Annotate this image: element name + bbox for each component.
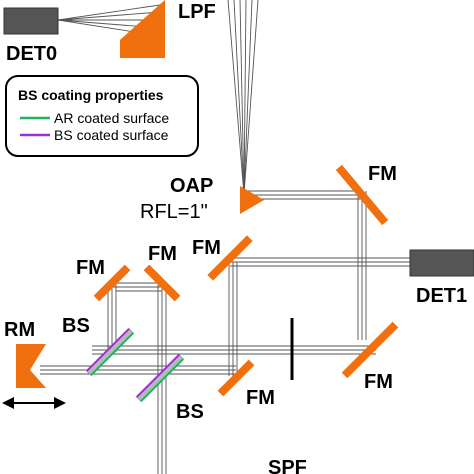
fm-bottom: [217, 359, 255, 397]
oap-label: OAP: [170, 175, 213, 197]
det0-detector: [3, 7, 59, 35]
fm-bottom-right: [341, 321, 399, 379]
oap-rfl-label: RFL=1": [140, 201, 208, 223]
beam-paths: [40, 0, 410, 474]
bs-label-upper: BS: [62, 315, 90, 337]
fm-left: [93, 264, 131, 302]
det0-label: DET0: [6, 43, 57, 65]
fm-label-bottom: FM: [246, 387, 275, 409]
fm-center: [143, 264, 181, 302]
fm-middle: [207, 235, 253, 281]
legend-item-ar: AR coated surface: [54, 110, 169, 126]
legend-title: BS coating properties: [18, 87, 164, 103]
fm-top-right: [335, 164, 389, 226]
lpf-label: LPF: [178, 1, 216, 23]
lpf-body: [120, 0, 165, 58]
rm-translation-arrow: [2, 397, 66, 409]
bs-lower: [135, 353, 185, 403]
rm-mirror: [16, 344, 46, 388]
rm-label: RM: [4, 319, 35, 341]
det1-detector: [409, 249, 474, 277]
bs-label-lower: BS: [176, 401, 204, 423]
fm-label-bottom-right: FM: [364, 371, 393, 393]
oap-mirror: [240, 186, 264, 214]
fm-label-center: FM: [148, 243, 177, 265]
bs-upper: [85, 327, 135, 377]
spf-label: SPF: [268, 457, 307, 474]
legend-box: BS coating properties AR coated surface …: [5, 75, 199, 157]
legend-item-bs: BS coated surface: [54, 127, 169, 143]
fm-label-left: FM: [76, 257, 105, 279]
fm-label-middle: FM: [192, 237, 221, 259]
det1-label: DET1: [416, 285, 467, 307]
fm-label-top-right: FM: [368, 163, 397, 185]
